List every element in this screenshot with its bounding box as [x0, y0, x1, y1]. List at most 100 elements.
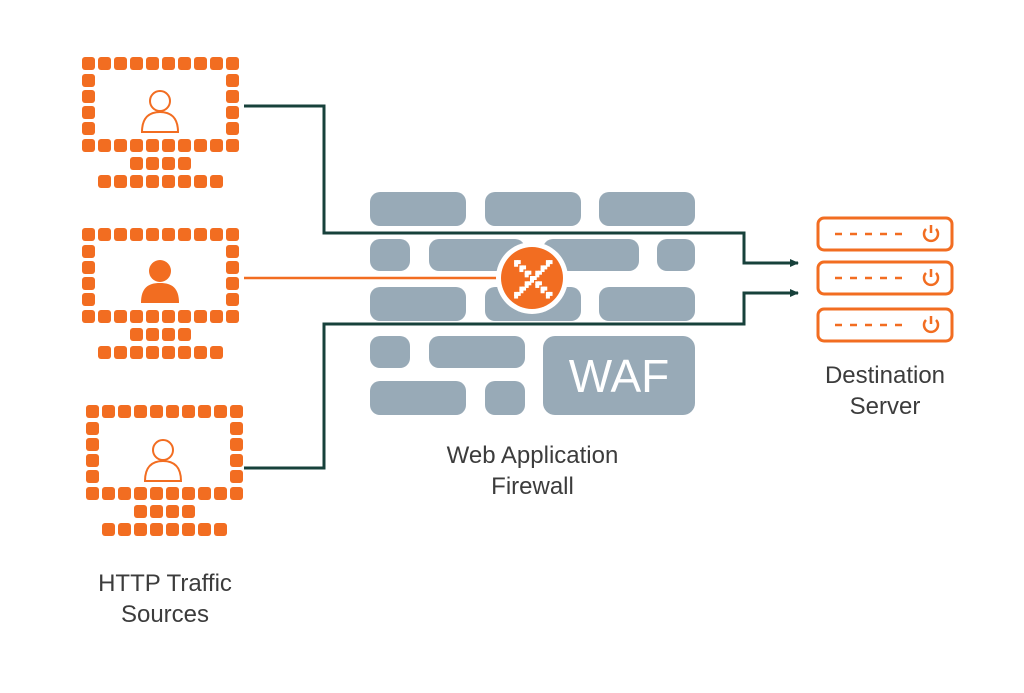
monitor-tile [130, 57, 143, 70]
waf-label-line1: Web Application [446, 442, 619, 469]
monitor-tile [150, 405, 163, 418]
monitor-tile [162, 310, 175, 323]
block-x-tile [522, 265, 527, 270]
monitor-tile [178, 157, 191, 170]
monitor-tile [198, 405, 211, 418]
power-icon [922, 316, 940, 334]
monitor-tile [118, 405, 131, 418]
monitor-tile [82, 310, 95, 323]
monitor-tile [230, 422, 243, 435]
monitor-tile [226, 228, 239, 241]
monitor-tile [86, 487, 99, 500]
block-x-tile [516, 260, 521, 265]
user-outline-icon [143, 439, 183, 482]
monitor-tile [130, 175, 143, 188]
monitor-tile [146, 228, 159, 241]
monitor-tile [150, 505, 163, 518]
monitor-tile [114, 139, 127, 152]
block-x-tile [522, 286, 527, 291]
monitor-tile [226, 122, 239, 135]
monitor-tile [226, 293, 239, 306]
block-x-tile [527, 281, 532, 286]
monitor-tile [210, 228, 223, 241]
monitor-tile [226, 261, 239, 274]
waf-badge-text: WAF [569, 350, 670, 402]
traffic-connectors [244, 104, 799, 470]
block-x-tile [535, 281, 540, 286]
connector-top [244, 104, 799, 267]
monitor-tile [210, 310, 223, 323]
block-x-tile [548, 291, 553, 296]
monitor-tile [162, 57, 175, 70]
monitor-tile [82, 277, 95, 290]
block-x-tile [535, 283, 540, 288]
block-x-tile [514, 291, 519, 296]
monitor-tile [226, 57, 239, 70]
monitor-tile [162, 139, 175, 152]
monitor-tile [134, 405, 147, 418]
block-x-tile [519, 289, 524, 294]
monitor-tile [194, 228, 207, 241]
wall-brick [599, 192, 695, 226]
monitor-tile [114, 57, 127, 70]
block-x-tile [535, 273, 540, 278]
monitor-tile [82, 90, 95, 103]
monitor-tile [86, 405, 99, 418]
monitor-tile [118, 523, 131, 536]
monitor-tile [178, 328, 191, 341]
monitor-tile [146, 175, 159, 188]
wall-brick [370, 239, 410, 271]
monitor-tile [182, 487, 195, 500]
block-x-icon [496, 242, 568, 314]
block-x-tile [545, 291, 550, 296]
waf-badge [543, 336, 695, 415]
monitor-tile [98, 57, 111, 70]
power-icon [922, 225, 940, 243]
server-label-line1: Destination [824, 362, 946, 389]
monitor-tile [178, 139, 191, 152]
monitor-tile [166, 487, 179, 500]
monitor-tile [194, 310, 207, 323]
monitor-tile [226, 310, 239, 323]
monitor-tile [82, 57, 95, 70]
monitor-tile [146, 157, 159, 170]
block-x-tile [519, 268, 524, 273]
monitor-tile [82, 122, 95, 135]
power-icon [922, 269, 940, 287]
monitor-tile [230, 487, 243, 500]
block-x-tile [537, 270, 542, 275]
monitor-tile [166, 505, 179, 518]
wall-brick [370, 336, 410, 368]
sources-label-line1: HTTP Traffic [98, 570, 232, 597]
monitor-tile [194, 57, 207, 70]
source-bottom-monitor [86, 405, 243, 536]
server-label: Destination Server [790, 360, 980, 422]
block-x-tile [524, 281, 529, 286]
monitor-tile [210, 57, 223, 70]
monitor-tile [130, 310, 143, 323]
monitor-tile [150, 487, 163, 500]
monitor-tile [162, 328, 175, 341]
monitor-tile [230, 470, 243, 483]
monitor-tile [82, 106, 95, 119]
monitor-tile [130, 139, 143, 152]
monitor-tile [210, 346, 223, 359]
block-x-tile [514, 260, 519, 265]
monitor-tile [114, 175, 127, 188]
monitor-tile [134, 505, 147, 518]
monitor-tile [82, 293, 95, 306]
monitor-tile [146, 346, 159, 359]
monitor-tile [150, 523, 163, 536]
server-unit [816, 216, 954, 252]
block-x-tile [516, 291, 521, 296]
monitor-tile [130, 157, 143, 170]
block-x-tile [514, 294, 519, 299]
monitor-tile [230, 405, 243, 418]
monitor-tile [134, 487, 147, 500]
monitor-tile [226, 245, 239, 258]
waf-label-line2: Firewall [491, 473, 574, 500]
block-x-tile [540, 289, 545, 294]
monitor-tile [82, 245, 95, 258]
